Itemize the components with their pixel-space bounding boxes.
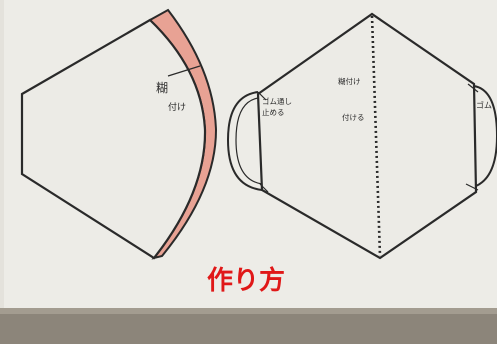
center-note-1: 糊付け <box>338 76 361 86</box>
ear-note-right: ゴム <box>476 100 492 110</box>
center-note-2: 付ける <box>342 112 365 122</box>
ear-note-left-1: ゴム通し <box>262 96 292 106</box>
ear-tick-1 <box>257 91 267 101</box>
note-leader-line <box>167 65 201 77</box>
table-edge <box>0 308 497 314</box>
left-ear-loop <box>226 91 263 191</box>
left-note-1: 糊 <box>156 80 168 95</box>
right-mask-piece <box>256 12 478 260</box>
right-ear-loop <box>469 85 497 189</box>
left-ear-loop-inner <box>235 97 263 185</box>
ear-tick-4 <box>465 183 479 191</box>
center-fold-line <box>370 15 382 257</box>
ear-tick-2 <box>259 183 269 193</box>
caption-title: 作り方 <box>207 265 285 296</box>
left-note-2: 付け <box>168 102 186 113</box>
ear-tick-3 <box>467 83 479 93</box>
ear-note-left-2: 止める <box>262 107 285 117</box>
left-mask-piece <box>20 18 207 260</box>
